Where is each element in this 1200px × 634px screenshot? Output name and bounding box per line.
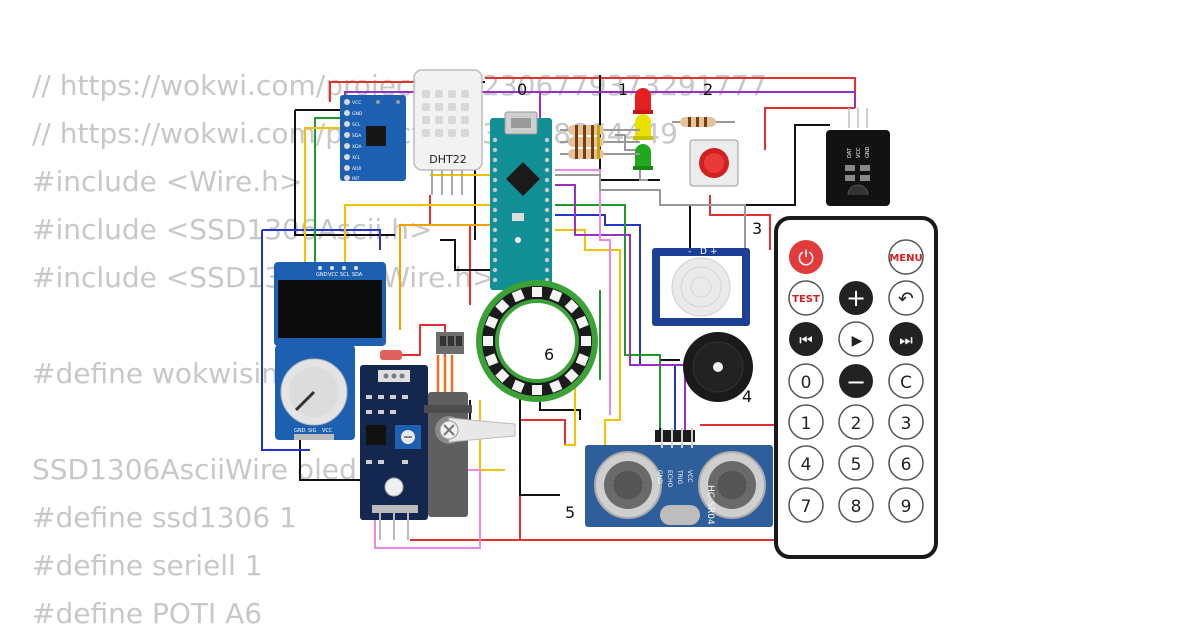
next-button[interactable]: ⏭ <box>899 331 913 349</box>
code-line: #define POTI A6 <box>32 597 263 630</box>
part-number-0: 0 <box>517 80 527 99</box>
mpu-pin-label: INT <box>352 176 360 182</box>
resistor-array <box>560 125 640 159</box>
led-red[interactable] <box>633 88 653 114</box>
digit-7-button[interactable]: 7 <box>801 497 812 517</box>
ir-pin-label: GND <box>865 146 871 158</box>
part-numbers: 0 1 2 3 4 5 6 <box>517 80 762 522</box>
digit-1-button[interactable]: 1 <box>801 414 812 434</box>
us-pin-label: ECHO <box>666 470 673 487</box>
ring-led <box>532 287 542 297</box>
menu-button[interactable]: MENU <box>889 253 922 264</box>
pot-pin-label: VCC <box>322 428 333 434</box>
pir-pin-label: - <box>688 247 691 257</box>
oled-pin-label: SDA <box>352 272 363 278</box>
ir-receiver[interactable]: DAT VCC GND <box>826 108 890 206</box>
oled-pin-label: VCC <box>328 272 339 278</box>
potentiometer[interactable]: GND SIG VCC <box>275 345 355 440</box>
part-number-5: 5 <box>565 503 575 522</box>
ring-led <box>485 315 499 329</box>
ring-led <box>549 289 563 303</box>
arduino-nano[interactable] <box>490 111 552 290</box>
led-yellow[interactable] <box>633 114 653 140</box>
test-button[interactable]: TEST <box>792 294 820 305</box>
mpu-pin-label: GND <box>352 111 363 117</box>
ring-led <box>575 315 589 329</box>
led-green[interactable] <box>633 144 653 181</box>
ring-led <box>511 379 525 393</box>
plus-button[interactable]: + <box>846 284 866 312</box>
mpu-pin-label: AD0 <box>352 166 362 172</box>
us-pin-label: VCC <box>686 470 693 482</box>
neopixel-ring[interactable] <box>476 280 598 402</box>
ring-led <box>485 353 499 367</box>
digit-4-button[interactable]: 4 <box>801 455 812 475</box>
oled-pin-label: SCL <box>340 272 350 278</box>
ring-led <box>495 368 510 383</box>
resistor-button <box>672 117 735 127</box>
dht22-sensor[interactable]: DHT22 <box>413 69 483 195</box>
mpu-pin-label: VCC <box>352 100 361 106</box>
ultrasonic-label: HC-SR04 <box>705 485 715 525</box>
part-number-2: 2 <box>703 80 713 99</box>
digit-2-button[interactable]: 2 <box>851 414 862 434</box>
code-line: #include <Wire.h> <box>32 165 303 198</box>
ring-led <box>495 299 510 314</box>
ring-led <box>564 299 579 314</box>
mpu-pin-label: XCL <box>352 155 361 161</box>
pot-pin-label: SIG <box>308 428 317 434</box>
pir-pin-label: D <box>700 247 707 257</box>
digit-8-button[interactable]: 8 <box>851 497 862 517</box>
digit-6-button[interactable]: 6 <box>901 455 912 475</box>
sensor-module[interactable] <box>360 365 428 540</box>
mpu6050-module[interactable]: VCC GND SCL SDA XDA XCL AD0 INT <box>340 95 406 182</box>
ring-led <box>511 289 525 303</box>
buzzer[interactable] <box>683 332 753 402</box>
ring-led <box>483 336 493 346</box>
digit-0-button[interactable]: 0 <box>801 373 812 393</box>
us-pin-label: TRIG <box>676 469 683 485</box>
code-line: #define ssd1306 1 <box>32 501 297 534</box>
us-pin-label: GND <box>656 470 663 484</box>
oled-pin-label: GND <box>316 272 328 278</box>
digit-3-button[interactable]: 3 <box>901 414 912 434</box>
ir-pin-label: VCC <box>856 147 862 158</box>
pushbutton[interactable] <box>689 139 739 187</box>
power-button[interactable]: ⏻ <box>798 246 814 270</box>
code-line: #include <SSD1306Ascii.h> <box>32 213 433 246</box>
resistor-small <box>380 350 402 360</box>
digit-9-button[interactable]: 9 <box>901 497 912 517</box>
code-line: #define seriell 1 <box>32 549 263 582</box>
dht22-label: DHT22 <box>429 153 466 166</box>
pot-pin-label: GND <box>294 428 306 434</box>
pir-pin-label: + <box>710 247 718 257</box>
ring-led <box>532 385 542 395</box>
ring-led <box>575 353 589 367</box>
ring-led <box>564 368 579 383</box>
digit-5-button[interactable]: 5 <box>851 455 862 475</box>
part-number-4: 4 <box>742 387 752 406</box>
mpu-pin-label: SCL <box>352 122 361 128</box>
minus-button[interactable]: − <box>846 368 866 396</box>
ring-led <box>581 336 591 346</box>
part-number-6: 6 <box>544 345 554 364</box>
pir-sensor[interactable]: - D + <box>652 247 750 326</box>
ring-led <box>549 379 563 393</box>
mpu-pin-label: XDA <box>352 144 362 150</box>
ir-remote[interactable]: ⏻ MENU TEST + ↶ ⏮ ▶ ⏭ 0 − C 1 2 3 4 <box>774 216 938 559</box>
ultrasonic-sensor[interactable]: HC-SR04 VCC TRIG ECHO GND <box>585 428 773 527</box>
part-number-3: 3 <box>752 219 762 238</box>
mpu-pin-label: SDA <box>352 133 362 139</box>
play-button[interactable]: ▶ <box>852 333 863 349</box>
part-number-1: 1 <box>618 80 628 99</box>
prev-button[interactable]: ⏮ <box>799 331 813 349</box>
oled-display[interactable]: GND VCC SCL SDA <box>274 262 386 346</box>
servo-motor[interactable] <box>424 332 516 517</box>
clear-button[interactable]: C <box>900 373 912 393</box>
back-button[interactable]: ↶ <box>898 288 914 310</box>
ir-pin-label: DAT <box>847 147 853 158</box>
